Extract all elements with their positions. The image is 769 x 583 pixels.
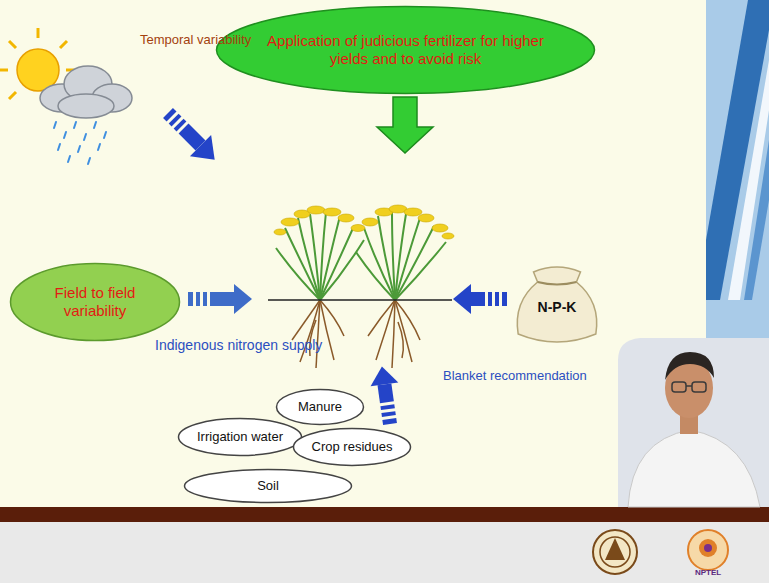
factor-label: Indigenous nitrogen supply — [155, 337, 322, 354]
node-text: Irrigation water — [197, 429, 283, 444]
source-ellipse: Manure — [275, 388, 365, 426]
node-text: Field to field variability — [35, 284, 155, 319]
node-text: Application of judicious fertilizer for … — [261, 32, 551, 67]
weather-icon — [0, 28, 132, 164]
footer-ground — [0, 522, 769, 583]
source-ellipse: Irrigation water — [177, 417, 303, 457]
footer-bar — [0, 507, 769, 522]
fertilizer-bag: N-P-K — [511, 254, 603, 346]
presenter-video — [618, 338, 769, 507]
goal-ellipse: Application of judicious fertilizer for … — [215, 5, 596, 95]
logo-text: NPTEL — [695, 568, 721, 578]
nptel-logo — [688, 530, 728, 570]
institute-logo — [593, 530, 637, 574]
striped-arrow — [453, 284, 507, 314]
factor-label: Temporal variability — [140, 32, 251, 48]
striped-arrow — [157, 102, 225, 170]
node-text: Soil — [257, 478, 279, 493]
node-text: Crop residues — [312, 439, 393, 454]
striped-arrow — [188, 284, 252, 314]
down-arrow — [377, 97, 433, 153]
striped-arrow — [368, 365, 404, 426]
factor-ellipse: Field to field variability — [9, 262, 181, 342]
source-ellipse: Crop residues — [292, 427, 412, 467]
slide-ground — [0, 0, 769, 507]
factor-label: Blanket recommendation — [443, 368, 587, 384]
node-text: Manure — [298, 399, 342, 414]
node-text: N-P-K — [538, 299, 577, 316]
source-ellipse: Soil — [183, 468, 353, 504]
